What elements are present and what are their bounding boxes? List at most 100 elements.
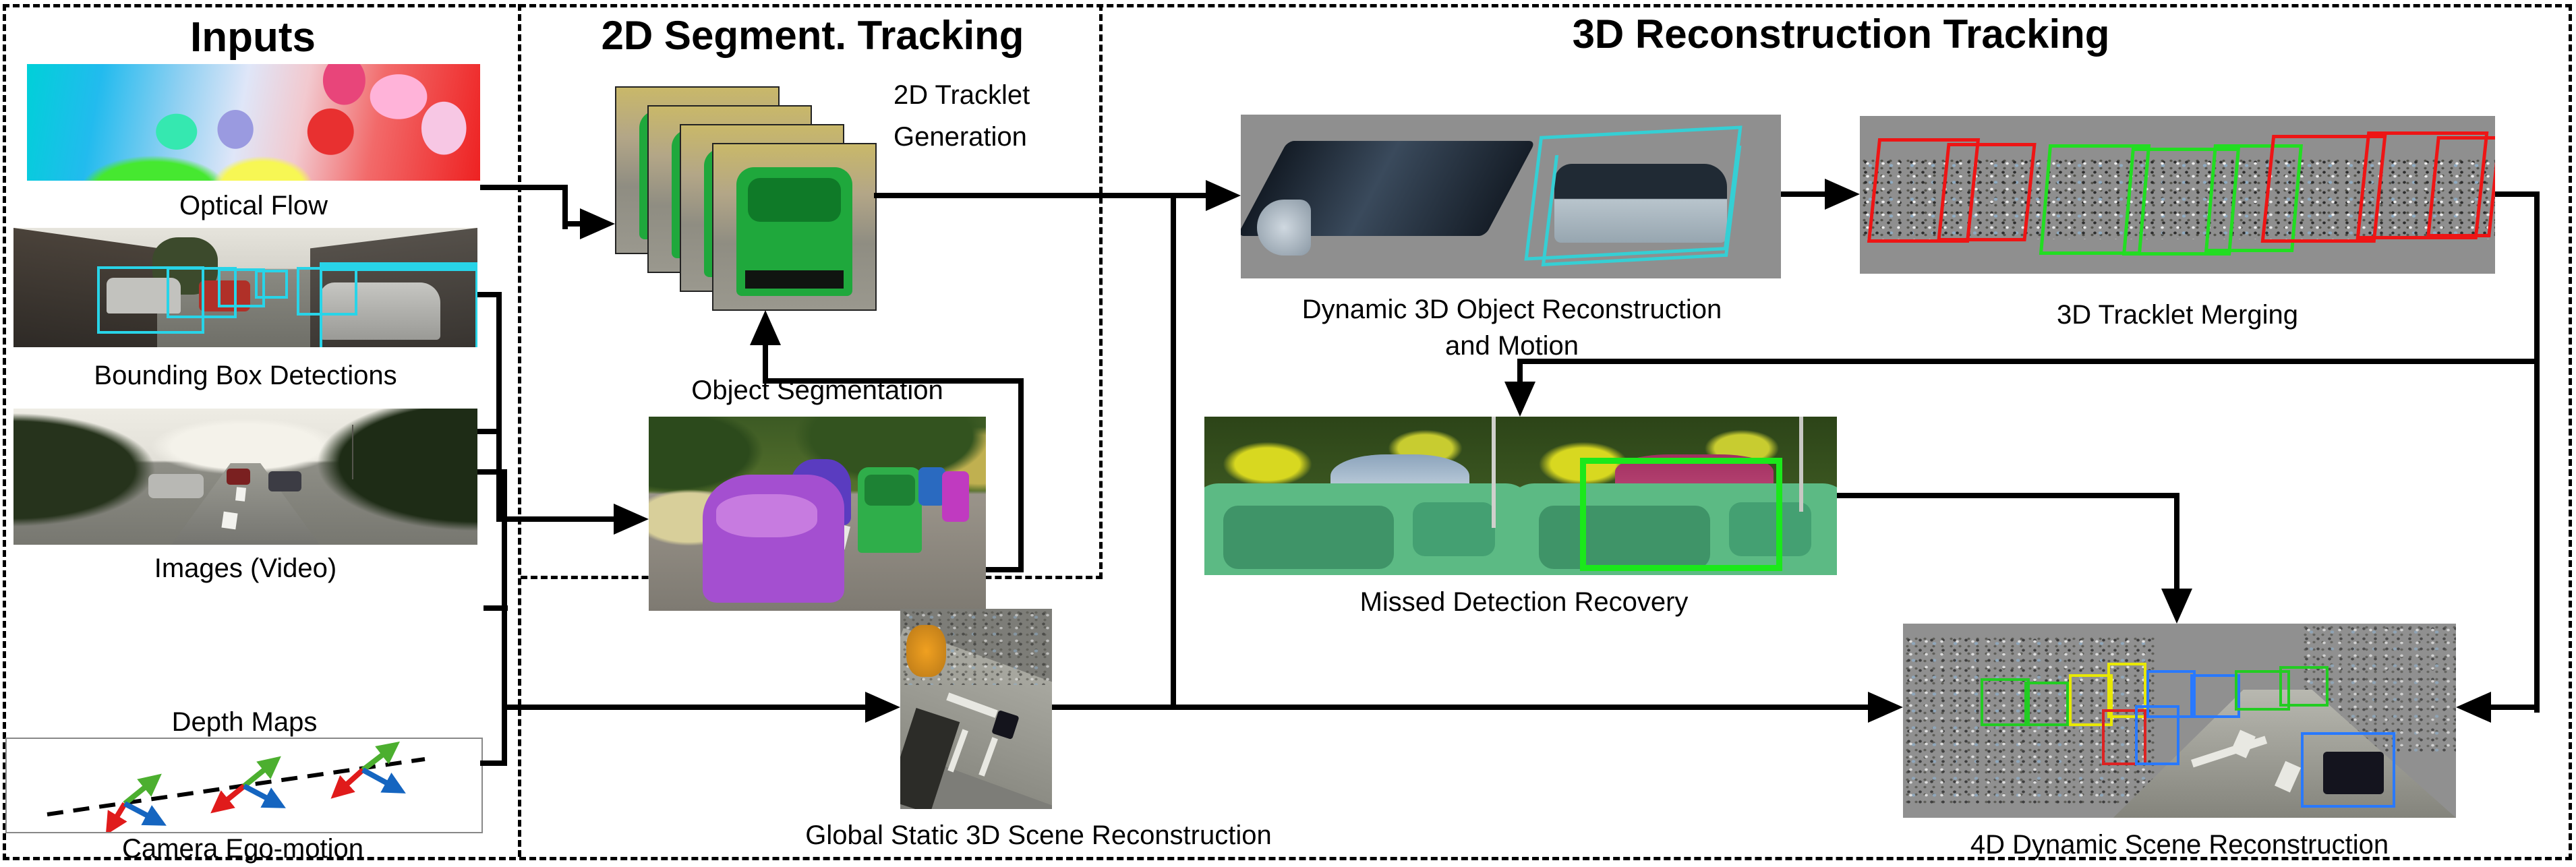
detection-box: [217, 268, 265, 307]
depth-maps-caption: Depth Maps: [171, 707, 318, 737]
static-reconstruction-input-line: [502, 705, 867, 710]
trail-box-green: [2024, 682, 2069, 726]
trail-box-green: [1980, 678, 2030, 726]
pointcloud-band: [1860, 156, 2495, 239]
arrow-into-4d-top: [2161, 589, 2192, 624]
arrow-into-dynamic-3d: [1206, 180, 1241, 211]
bounding-box-detections-image: [13, 228, 477, 347]
green-car-mask: [736, 167, 853, 297]
video-tap-line: [477, 429, 502, 434]
red-tracklet-box: [2426, 136, 2495, 238]
flow-optical-jog-line: [562, 185, 568, 229]
optical-flow-image: [27, 64, 480, 181]
recovered-detection-box: [1580, 458, 1783, 572]
pole-shape: [1798, 417, 1803, 512]
tracklet-generation-label: 2D Tracklet Generation: [894, 80, 1030, 152]
detection-box-large: [320, 262, 477, 347]
depth-maps-image: [5, 584, 484, 700]
trail-box-blue-large: [2301, 732, 2395, 808]
trail-box-green: [2235, 670, 2290, 711]
cyan-wireframe-box: [1541, 146, 1742, 267]
car-highlight: [716, 494, 817, 537]
car-window: [747, 177, 842, 222]
segmentation-output-line: [986, 567, 1024, 572]
flow-optical-to-stack-line: [562, 221, 585, 227]
car-bumper: [745, 270, 844, 289]
ego-motion-caption: Camera Ego-motion: [122, 834, 363, 864]
car-window: [1729, 502, 1812, 556]
detection-box: [254, 269, 289, 299]
segmentation-input-line: [496, 516, 615, 522]
tracklet-branch-line: [1171, 193, 1176, 710]
trail-box-blue: [2190, 674, 2240, 719]
pole-shape: [1491, 417, 1496, 528]
dynamic-3d-caption: Dynamic 3D Object Reconstruction and Mot…: [1301, 295, 1722, 361]
tracklet-merging-image: [1860, 116, 2495, 274]
missed-output-line: [1837, 493, 2179, 498]
car-window: [865, 475, 915, 506]
missed-detection-left-image: [1204, 417, 1520, 575]
car-mask-blue: [918, 467, 945, 506]
lane-marking: [221, 511, 237, 530]
merging-to-4d-line: [2491, 705, 2540, 710]
arrow-into-object-segmentation: [614, 504, 649, 535]
static-reconstruction-bus: [502, 469, 507, 766]
trail-box-red: [2102, 709, 2146, 765]
trail-box-blue: [2146, 670, 2196, 719]
arrow-into-tracklet-merging: [1825, 179, 1860, 210]
ego-tap-line: [480, 760, 507, 766]
tracklet-frame-4: [712, 143, 877, 311]
arrow-into-global-static: [865, 692, 900, 723]
arrow-into-stack-bottom: [750, 310, 781, 345]
depth-tap-line: [484, 605, 508, 611]
segmentation-output-line: [763, 345, 768, 384]
inputs-title: Inputs: [190, 14, 316, 61]
red-tracklet-box: [1937, 142, 2037, 241]
arrow-into-missed-detection: [1504, 382, 1535, 417]
reconstruction-tracking-title: 3D Reconstruction Tracking: [1572, 11, 2110, 57]
segmentation-input-bus: [496, 292, 502, 522]
global-static-caption: Global Static 3D Scene Reconstruction: [805, 820, 1272, 850]
images-video-image: [13, 409, 477, 545]
dynamic-4d-caption: 4D Dynamic Scene Reconstruction: [1970, 830, 2389, 860]
merging-to-missed-line: [1517, 359, 2540, 364]
segmentation-output-line: [763, 378, 1024, 384]
video-tap-line-2: [477, 469, 507, 475]
optical-flow-caption: Optical Flow: [179, 191, 328, 220]
segment-tracking-title: 2D Segment. Tracking: [601, 13, 1024, 58]
pole-shape: [352, 425, 354, 480]
inputs-section-divider: [518, 4, 521, 857]
trail-box-yellow: [2107, 662, 2146, 719]
dynamic-4d-image: [1903, 624, 2456, 818]
trail-box-green: [2279, 666, 2329, 707]
car-window: [1223, 505, 1394, 569]
merging-to-missed-line: [1517, 359, 1523, 384]
merging-output-line: [2495, 191, 2540, 197]
images-video-caption: Images (Video): [154, 554, 337, 583]
tracklet-merging-caption: 3D Tracklet Merging: [2057, 300, 2298, 330]
flow-optical-to-stack-line: [480, 185, 568, 190]
dynamic-3d-object-image: [1241, 115, 1781, 278]
dynamic-3d-output-line: [1781, 191, 1827, 197]
reconstructed-van: [1554, 163, 1727, 243]
object-segmentation-image: [649, 417, 986, 611]
car-front-highlight: [1257, 200, 1312, 256]
car-window: [1412, 502, 1495, 556]
car-silver: [320, 282, 440, 340]
dark-car: [2323, 752, 2384, 795]
car-shape: [268, 471, 301, 492]
tracklet-output-line: [874, 193, 1208, 198]
trail-box-yellow: [2069, 674, 2113, 726]
segmentation-output-line: [1018, 378, 1024, 572]
arrow-into-4d-left: [1868, 692, 1903, 723]
merging-output-drop-line: [2534, 191, 2540, 713]
detection-box: [167, 267, 237, 318]
missed-detection-caption: Missed Detection Recovery: [1359, 587, 1689, 617]
bounding-box-caption: Bounding Box Detections: [94, 361, 397, 390]
missed-detection-right-image: [1520, 417, 1837, 575]
orange-landmark: [906, 624, 946, 677]
trail-box-blue: [2135, 705, 2179, 765]
camera-ego-motion-panel: [5, 738, 483, 835]
detection-box: [96, 266, 205, 334]
